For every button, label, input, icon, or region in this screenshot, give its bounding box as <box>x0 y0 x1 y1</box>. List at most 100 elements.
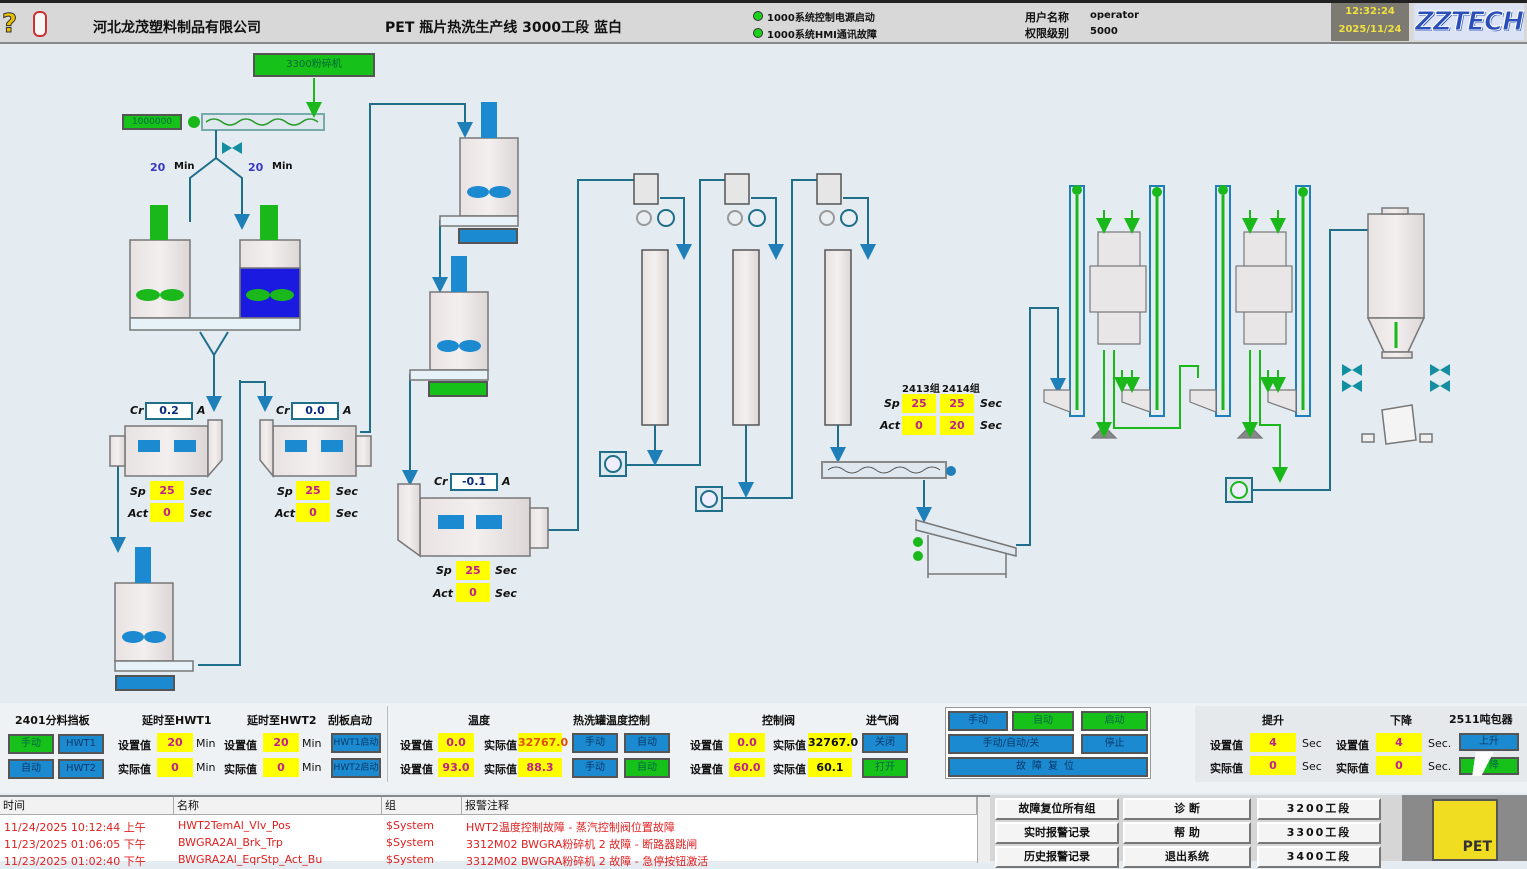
group-2414-act: 20 <box>940 416 974 435</box>
delay-hwt1-act: 0 <box>157 758 193 777</box>
diagnose-button[interactable]: 诊 断 <box>1123 798 1251 820</box>
lower-set-unit: Sec. <box>1428 737 1452 750</box>
temp-1-act: 32767.0 <box>518 733 568 752</box>
delay-hwt2-set[interactable]: 20 <box>263 733 299 752</box>
control-valve-title: 控制阀 <box>762 714 795 727</box>
valve-1-act: 32767.0 <box>808 733 858 752</box>
alarm-name: BWGRA2Al_Brk_Trp <box>178 836 283 849</box>
crusher-1-current-label: Cr <box>130 404 144 417</box>
mouse-icon[interactable] <box>33 11 47 37</box>
lift-title: 提升 <box>1262 714 1284 727</box>
title-bar: ? 河北龙茂塑料制品有限公司 PET 瓶片热洗生产线 3000工段 蓝白 100… <box>0 0 1527 44</box>
crusher-3-sp[interactable]: 25 <box>456 561 490 580</box>
diverter-hwt1-button[interactable]: HWT1 <box>58 734 104 754</box>
crusher-3-sp-unit: Sec <box>495 564 517 577</box>
alarm-comment: 3312M02 BWGRA粉碎机 2 故障 - 断路器跳闸 <box>466 838 698 851</box>
delay-hwt1-title: 延时至HWT1 <box>142 714 212 727</box>
tank-status-button[interactable] <box>428 381 488 397</box>
user-name-label: 用户名称 <box>1025 11 1069 24</box>
delay-hwt1-set-label: 设置值 <box>118 739 151 752</box>
clock-time: 12:32:24 <box>1345 6 1395 17</box>
tank-status-button[interactable] <box>115 675 175 691</box>
mouse-cursor-icon <box>1472 752 1494 776</box>
group-2413-sp[interactable]: 25 <box>902 394 936 413</box>
crusher-3-current-unit: A <box>502 475 511 488</box>
tank-temp-ctrl-title: 热洗罐温度控制 <box>573 714 650 727</box>
tank-status-button[interactable] <box>458 228 518 244</box>
system-start-button[interactable]: 启动 <box>1081 711 1148 731</box>
intake-valve-close-button[interactable]: 关闭 <box>862 733 908 753</box>
bagger-down-button[interactable]: 下降 <box>1459 757 1519 775</box>
help-button[interactable]: 帮 助 <box>1123 822 1251 844</box>
lower-set[interactable]: 4 <box>1376 733 1422 752</box>
temp-2-set-label: 设置值 <box>400 763 433 776</box>
diverter-hwt2-button[interactable]: HWT2 <box>58 759 104 779</box>
temp-2-set[interactable]: 93.0 <box>438 758 474 777</box>
diverter-manual-button[interactable]: 手动 <box>8 734 54 754</box>
tank-temp-1-manual-button[interactable]: 手动 <box>572 733 618 753</box>
system-stop-button[interactable]: 停止 <box>1081 734 1148 754</box>
group-2414-sp[interactable]: 25 <box>940 394 974 413</box>
realtime-alarms-button[interactable]: 实时报警记录 <box>995 822 1119 844</box>
valve-1-set[interactable]: 0.0 <box>729 733 765 752</box>
scraper-title: 刮板启动 <box>328 714 372 727</box>
delay-hwt2-set-label: 设置值 <box>224 739 257 752</box>
valve-2-set[interactable]: 60.0 <box>729 758 765 777</box>
system-mode-button[interactable]: 手动/自动/关 <box>948 734 1074 754</box>
alarm-column-comment[interactable]: 报警注释 <box>462 797 977 815</box>
section-3300-button[interactable]: 3300工段 <box>1257 822 1381 844</box>
company-name: 河北龙茂塑料制品有限公司 <box>93 20 261 36</box>
system-manual-button[interactable]: 手动 <box>948 711 1008 731</box>
intake-valve-title: 进气阀 <box>866 714 899 727</box>
delay-hwt1-act-label: 实际值 <box>118 763 151 776</box>
feed-crusher-button[interactable]: 3300粉碎机 <box>253 53 375 77</box>
delay-hwt1-set[interactable]: 20 <box>157 733 193 752</box>
scraper-hwt1-button[interactable]: HWT1启动 <box>331 733 381 753</box>
line-title: PET 瓶片热洗生产线 3000工段 蓝白 <box>385 20 622 36</box>
system-auto-button[interactable]: 自动 <box>1012 711 1074 731</box>
exit-system-button[interactable]: 退出系统 <box>1123 846 1251 868</box>
alarm-column-name[interactable]: 名称 <box>174 797 382 815</box>
pet-logo: PET <box>1432 799 1498 861</box>
crusher-3-act: 0 <box>456 583 490 602</box>
help-icon[interactable]: ? <box>2 9 18 40</box>
reset-all-groups-button[interactable]: 故障复位所有组 <box>995 798 1119 820</box>
tank-temp-2-manual-button[interactable]: 手动 <box>572 758 618 778</box>
split-timer-2-unit: Min <box>272 161 293 172</box>
valve-1-act-label: 实际值 <box>773 739 806 752</box>
crusher-2-current-label: Cr <box>276 404 290 417</box>
crusher-3-act-label: Act <box>433 587 453 600</box>
pet-logo-panel: PET <box>1402 795 1527 861</box>
process-diagram <box>109 78 1450 672</box>
group-act-label: Act <box>880 419 900 432</box>
lift-set[interactable]: 4 <box>1250 733 1296 752</box>
section-3200-button[interactable]: 3200工段 <box>1257 798 1381 820</box>
alarm-time: 11/23/2025 01:06:05 下午 <box>4 838 146 851</box>
crusher-2-sp-label: Sp <box>277 485 293 498</box>
valve-2-act: 60.1 <box>808 758 852 777</box>
split-timer-1-unit: Min <box>174 161 195 172</box>
status-led-icon <box>753 11 763 21</box>
crusher-2-sp-unit: Sec <box>336 485 358 498</box>
bagger-up-button[interactable]: 上升 <box>1459 733 1519 751</box>
temp-2-act: 88.3 <box>518 758 562 777</box>
tank-temp-1-auto-button[interactable]: 自动 <box>624 733 670 753</box>
alarm-column-time[interactable]: 时间 <box>0 797 174 815</box>
intake-valve-open-button[interactable]: 打开 <box>862 758 908 778</box>
bagger-title: 2511吨包器 <box>1449 713 1513 726</box>
group-2414-header: 2414组 <box>942 384 980 395</box>
diverter-auto-button[interactable]: 自动 <box>8 759 54 779</box>
status-message: 1000系统HMI通讯故障 <box>767 30 877 41</box>
tank-temp-2-auto-button[interactable]: 自动 <box>624 758 670 778</box>
feed-screw-button[interactable]: 1000000 <box>122 114 182 130</box>
crusher-2-sp[interactable]: 25 <box>296 481 330 500</box>
crusher-1-sp[interactable]: 25 <box>150 481 184 500</box>
alarm-history-button[interactable]: 历史报警记录 <box>995 846 1119 868</box>
fault-reset-button[interactable]: 故障复位 <box>948 757 1148 777</box>
section-3400-button[interactable]: 3400工段 <box>1257 846 1381 868</box>
scraper-hwt2-button[interactable]: HWT2启动 <box>331 758 381 778</box>
crusher-1-sp-label: Sp <box>130 485 146 498</box>
alarm-column-group[interactable]: 组 <box>382 797 462 815</box>
alarm-scrollbar[interactable] <box>977 797 990 863</box>
temp-1-set[interactable]: 0.0 <box>438 733 474 752</box>
